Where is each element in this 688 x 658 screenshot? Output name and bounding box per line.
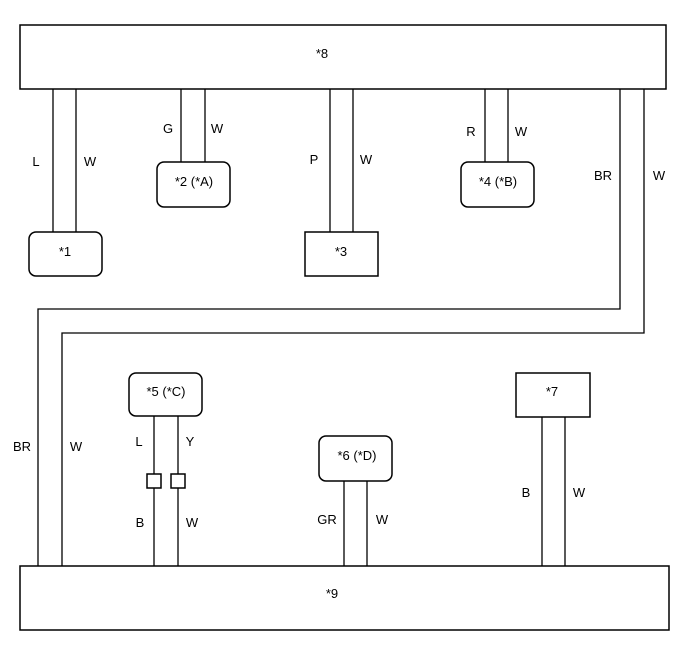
wire-label-c7-left: B bbox=[522, 485, 531, 500]
wire-label-c4-left: R bbox=[466, 124, 475, 139]
wire-label-c5-upper-right: Y bbox=[186, 434, 195, 449]
component-2-label: *2 (*A) bbox=[175, 174, 213, 189]
wire-label-loop-top-right: W bbox=[653, 168, 666, 183]
wire-label-c3-left: P bbox=[310, 152, 319, 167]
component-7-label: *7 bbox=[546, 384, 558, 399]
wires bbox=[37, 89, 645, 566]
component-1-label: *1 bbox=[59, 244, 71, 259]
component-5: *5 (*C) bbox=[128, 372, 203, 417]
wire-loop-w bbox=[61, 89, 645, 566]
wire-label-c3-right: W bbox=[360, 152, 373, 167]
component-8-label: *8 bbox=[316, 46, 328, 61]
component-3: *3 bbox=[304, 231, 379, 277]
component-6-label: *6 (*D) bbox=[337, 448, 376, 463]
component-8: *8 bbox=[19, 24, 667, 90]
component-4: *4 (*B) bbox=[460, 161, 535, 208]
wire-label-c6-left: GR bbox=[317, 512, 337, 527]
wire-label-c2-left: G bbox=[163, 121, 173, 136]
wire-label-loop-top-left: BR bbox=[594, 168, 612, 183]
wire-label-c2-right: W bbox=[211, 121, 224, 136]
wire-label-c1-right: W bbox=[84, 154, 97, 169]
wire-label-c5-upper-left: L bbox=[135, 434, 142, 449]
wire-labels: L W G W P W R W BR W BR W L Y B W GR W B… bbox=[13, 121, 666, 530]
connector-square-left bbox=[146, 473, 162, 489]
component-9-label: *9 bbox=[326, 586, 338, 601]
wire-label-c4-right: W bbox=[515, 124, 528, 139]
wire-label-c5-lower-right: W bbox=[186, 515, 199, 530]
connector-square-right bbox=[170, 473, 186, 489]
wire-label-loop-side-right: W bbox=[70, 439, 83, 454]
component-6: *6 (*D) bbox=[318, 435, 393, 482]
wire-label-c6-right: W bbox=[376, 512, 389, 527]
component-1: *1 bbox=[28, 231, 103, 277]
wire-label-c5-lower-left: B bbox=[136, 515, 145, 530]
component-3-label: *3 bbox=[335, 244, 347, 259]
wire-loop-br bbox=[37, 89, 621, 566]
wire-label-c7-right: W bbox=[573, 485, 586, 500]
component-4-label: *4 (*B) bbox=[479, 174, 517, 189]
component-9: *9 bbox=[19, 565, 670, 631]
wire-label-c1-left: L bbox=[32, 154, 39, 169]
component-7: *7 bbox=[515, 372, 591, 418]
wire-label-loop-side-left: BR bbox=[13, 439, 31, 454]
component-5-label: *5 (*C) bbox=[146, 384, 185, 399]
component-2: *2 (*A) bbox=[156, 161, 231, 208]
